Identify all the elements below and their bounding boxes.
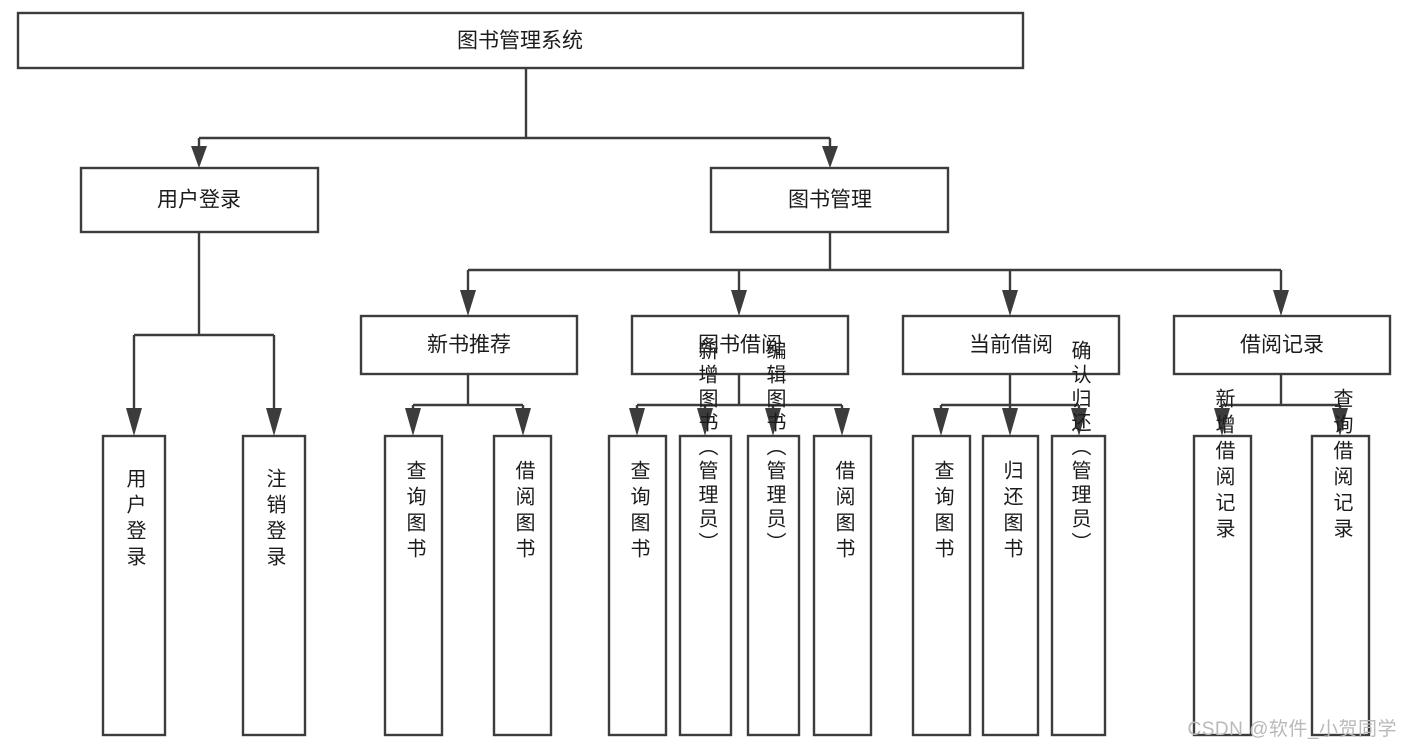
node-borrow-record[interactable]: 借阅记录 bbox=[1172, 314, 1392, 376]
connector-group-user-login bbox=[126, 232, 282, 436]
node-leaf-return-book[interactable]: 归还图书 bbox=[981, 434, 1040, 737]
arrow-head-book-management bbox=[822, 146, 838, 168]
node-user-login[interactable]: 用户登录 bbox=[79, 166, 320, 234]
node-book-management[interactable]: 图书管理 bbox=[709, 166, 950, 234]
node-leaf-user-login[interactable]: 用户登录 bbox=[101, 434, 167, 737]
arrow-head-leaf-query-book-2 bbox=[629, 408, 645, 436]
node-leaf-add-borrow-record-label: 新增借阅记录 bbox=[1212, 388, 1235, 544]
arrow-head-leaf-user-login bbox=[126, 408, 142, 436]
node-borrow-record-label: 借阅记录 bbox=[1240, 334, 1324, 357]
node-leaf-return-book-label: 归还图书 bbox=[1000, 460, 1023, 564]
arrow-head-leaf-query-borrow-record bbox=[1332, 408, 1348, 436]
arrow-head-leaf-borrow-book-2 bbox=[834, 408, 850, 436]
node-leaf-edit-book-admin-box[interactable] bbox=[746, 434, 801, 737]
node-current-borrow[interactable]: 当前借阅 bbox=[901, 314, 1121, 376]
node-leaf-query-book-1-label: 查询图书 bbox=[403, 460, 426, 564]
node-leaf-logout-login-label: 注销登录 bbox=[263, 468, 286, 572]
node-leaf-query-book-1[interactable]: 查询图书 bbox=[383, 434, 444, 737]
connector-group-borrow-record bbox=[1214, 374, 1348, 436]
node-leaf-add-book-admin-label: 新增图书（管理员） bbox=[695, 340, 718, 556]
node-leaf-query-book-2-box[interactable] bbox=[607, 434, 668, 737]
arrow-head-new-book-recommend bbox=[460, 290, 476, 316]
node-leaf-query-book-2[interactable]: 查询图书 bbox=[607, 434, 668, 737]
arrow-head-current-borrow bbox=[1002, 290, 1018, 316]
connector-group-book-management bbox=[460, 232, 1289, 316]
node-user-login-label: 用户登录 bbox=[157, 189, 241, 212]
node-book-management-label: 图书管理 bbox=[788, 189, 872, 212]
node-leaf-borrow-book-1-label: 借阅图书 bbox=[512, 460, 535, 564]
node-leaf-confirm-return-admin-box[interactable] bbox=[1050, 434, 1107, 737]
node-new-book-recommend-label: 新书推荐 bbox=[427, 334, 511, 357]
arrow-head-leaf-add-borrow-record bbox=[1214, 408, 1230, 436]
node-leaf-logout-login[interactable]: 注销登录 bbox=[241, 434, 307, 737]
arrow-head-leaf-query-book-1 bbox=[405, 408, 421, 436]
arrow-head-user-login bbox=[191, 146, 207, 168]
connector-group-current-borrow bbox=[933, 374, 1087, 436]
node-leaf-borrow-book-2[interactable]: 借阅图书 bbox=[812, 434, 873, 737]
node-leaf-confirm-return-admin[interactable]: 确认归还（管理员） bbox=[1050, 340, 1107, 737]
node-leaf-query-borrow-record-label: 查询借阅记录 bbox=[1330, 388, 1353, 544]
node-book-borrow-box[interactable] bbox=[630, 314, 850, 376]
node-leaf-borrow-book-2-label: 借阅图书 bbox=[832, 460, 855, 564]
node-leaf-confirm-return-admin-label: 确认归还（管理员） bbox=[1068, 340, 1091, 556]
node-leaf-query-borrow-record[interactable]: 查询借阅记录 bbox=[1310, 388, 1371, 737]
node-leaf-query-book-3-label: 查询图书 bbox=[931, 460, 954, 564]
node-leaf-borrow-book-2-box[interactable] bbox=[812, 434, 873, 737]
node-leaf-return-book-box[interactable] bbox=[981, 434, 1040, 737]
node-new-book-recommend[interactable]: 新书推荐 bbox=[359, 314, 579, 376]
node-leaf-edit-book-admin[interactable]: 编辑图书（管理员） bbox=[746, 340, 801, 737]
arrow-head-book-borrow bbox=[731, 290, 747, 316]
node-leaf-query-book-1-box[interactable] bbox=[383, 434, 444, 737]
node-borrow-record-box[interactable] bbox=[1172, 314, 1392, 376]
arrow-head-leaf-logout-login bbox=[266, 408, 282, 436]
node-current-borrow-box[interactable] bbox=[901, 314, 1121, 376]
node-current-borrow-label: 当前借阅 bbox=[969, 334, 1053, 357]
arrow-head-borrow-record bbox=[1273, 290, 1289, 316]
connector-group-root bbox=[191, 68, 838, 168]
node-root-label: 图书管理系统 bbox=[457, 30, 583, 53]
node-leaf-query-book-2-label: 查询图书 bbox=[627, 460, 650, 564]
node-leaf-add-book-admin[interactable]: 新增图书（管理员） bbox=[678, 340, 733, 737]
node-leaf-add-borrow-record[interactable]: 新增借阅记录 bbox=[1192, 388, 1253, 737]
node-leaf-edit-book-admin-label: 编辑图书（管理员） bbox=[763, 340, 786, 556]
node-book-borrow[interactable]: 图书借阅 bbox=[630, 314, 850, 376]
node-root-box[interactable] bbox=[16, 11, 1025, 70]
node-leaf-add-borrow-record-box[interactable] bbox=[1192, 434, 1253, 737]
node-leaf-borrow-book-1-box[interactable] bbox=[492, 434, 553, 737]
arrow-head-leaf-add-book-admin bbox=[697, 408, 713, 436]
arrow-head-leaf-borrow-book-1 bbox=[515, 408, 531, 436]
arrow-head-leaf-edit-book-admin bbox=[765, 408, 781, 436]
connector-group-book-borrow bbox=[629, 374, 850, 436]
arrow-head-leaf-return-book bbox=[1002, 408, 1018, 436]
node-book-borrow-label: 图书借阅 bbox=[698, 334, 782, 357]
node-leaf-user-login-box[interactable] bbox=[101, 434, 167, 737]
node-leaf-borrow-book-1[interactable]: 借阅图书 bbox=[492, 434, 553, 737]
node-leaf-query-borrow-record-box[interactable] bbox=[1310, 434, 1371, 737]
node-leaf-query-book-3-box[interactable] bbox=[911, 434, 972, 737]
node-leaf-logout-login-box[interactable] bbox=[241, 434, 307, 737]
node-root[interactable]: 图书管理系统 bbox=[16, 11, 1025, 70]
node-leaf-query-book-3[interactable]: 查询图书 bbox=[911, 434, 972, 737]
node-leaf-user-login-label: 用户登录 bbox=[123, 468, 146, 572]
connector-group-new-book-recommend bbox=[405, 374, 531, 436]
arrow-head-leaf-query-book-3 bbox=[933, 408, 949, 436]
node-leaf-add-book-admin-box[interactable] bbox=[678, 434, 733, 737]
node-user-login-box[interactable] bbox=[79, 166, 320, 234]
node-new-book-recommend-box[interactable] bbox=[359, 314, 579, 376]
node-book-management-box[interactable] bbox=[709, 166, 950, 234]
arrow-head-leaf-confirm-return-admin bbox=[1071, 408, 1087, 436]
